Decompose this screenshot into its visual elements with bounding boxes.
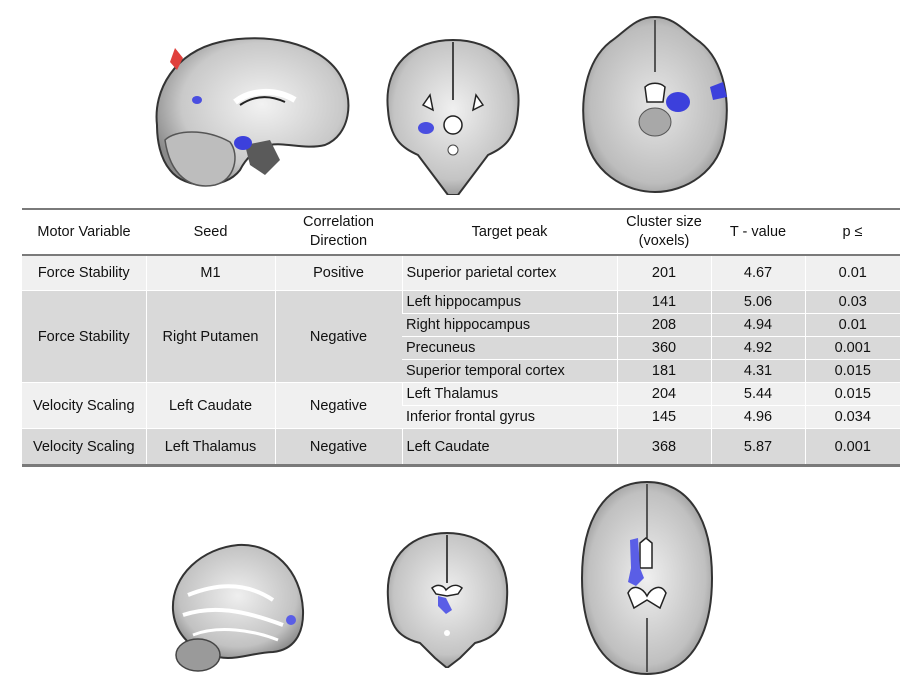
table-row: Force Stability M1 Positive Superior par… — [22, 255, 900, 291]
p-value-cell: 0.015 — [804, 359, 900, 383]
brain-top-sagittal — [145, 30, 365, 195]
cluster-size-cell: 201 — [616, 255, 711, 291]
target-peak-cell: Left Thalamus — [401, 382, 617, 406]
seed-cell: Left Caudate — [145, 382, 275, 429]
direction-cell: Negative — [274, 428, 402, 467]
cluster-size-cell: 141 — [616, 290, 711, 314]
cluster-size-cell: 204 — [616, 382, 711, 406]
activation-negative — [418, 122, 434, 134]
t-value-cell: 4.92 — [710, 336, 805, 360]
brain-bottom-coronal — [380, 528, 515, 668]
header-p: p ≤ — [805, 208, 900, 256]
table-row: Inferior frontal gyrus 145 4.96 0.034 — [22, 405, 900, 429]
table-header-row: Motor Variable Seed Correlation Directio… — [22, 208, 900, 256]
target-peak-cell: Left Caudate — [401, 428, 617, 467]
p-value-cell: 0.03 — [804, 290, 900, 314]
header-seed: Seed — [146, 208, 275, 256]
direction-cell: Negative — [274, 290, 402, 383]
target-peak-cell: Inferior frontal gyrus — [402, 405, 617, 429]
table-row: Force Stability Right Putamen Negative L… — [22, 290, 900, 383]
activation-negative — [628, 538, 644, 586]
t-value-cell: 5.06 — [710, 290, 805, 314]
target-peak-cell: Superior parietal cortex — [401, 255, 617, 291]
p-value-cell: 0.01 — [804, 255, 900, 291]
activation-positive-m1 — [170, 48, 183, 70]
t-value-cell: 4.96 — [710, 405, 805, 429]
p-value-cell: 0.001 — [804, 428, 900, 467]
table-row: Superior temporal cortex 181 4.31 0.015 — [22, 359, 900, 383]
seed-cell: Right Putamen — [145, 290, 275, 383]
t-value-cell: 4.94 — [710, 313, 805, 337]
activation-negative — [234, 136, 252, 150]
table-row: Precuneus 360 4.92 0.001 — [22, 336, 900, 360]
p-value-cell: 0.034 — [804, 405, 900, 429]
header-target-peak: Target peak — [402, 208, 617, 256]
motor-variable-cell: Force Stability — [22, 290, 146, 383]
cluster-size-cell: 145 — [616, 405, 711, 429]
t-value-cell: 4.31 — [710, 359, 805, 383]
cluster-size-cell: 208 — [616, 313, 711, 337]
activation-negative — [710, 82, 727, 100]
brain-bottom-sagittal — [163, 540, 313, 680]
seed-cell: Left Thalamus — [145, 428, 275, 467]
activation-negative — [438, 596, 452, 614]
p-value-cell: 0.001 — [804, 336, 900, 360]
motor-variable-cell: Velocity Scaling — [22, 382, 146, 429]
table-row: Velocity Scaling Left Thalamus Negative … — [22, 428, 900, 467]
table-row: Velocity Scaling Left Caudate Negative L… — [22, 382, 900, 429]
header-t-value: T - value — [711, 208, 805, 256]
target-peak-cell: Precuneus — [402, 336, 617, 360]
t-value-cell: 4.67 — [710, 255, 805, 291]
header-motor-variable: Motor Variable — [22, 208, 146, 256]
cluster-size-cell: 181 — [616, 359, 711, 383]
header-cluster-size: Cluster size (voxels) — [617, 208, 711, 256]
activation-negative — [286, 615, 296, 625]
seed-cell: M1 — [145, 255, 275, 291]
results-table: Motor Variable Seed Correlation Directio… — [22, 208, 900, 467]
brain-top-coronal — [378, 30, 528, 195]
t-value-cell: 5.87 — [710, 428, 805, 467]
header-correlation-direction: Correlation Direction — [275, 208, 402, 256]
target-peak-cell: Superior temporal cortex — [402, 359, 617, 383]
target-peak-cell: Right hippocampus — [402, 313, 617, 337]
table-row: Right hippocampus 208 4.94 0.01 — [22, 313, 900, 337]
activation-negative — [666, 92, 690, 112]
cluster-size-cell: 360 — [616, 336, 711, 360]
brain-bottom-axial — [578, 478, 716, 678]
cluster-size-cell: 368 — [616, 428, 711, 467]
brain-top-axial — [575, 12, 735, 197]
activation-negative — [192, 96, 202, 104]
t-value-cell: 5.44 — [710, 382, 805, 406]
p-value-cell: 0.015 — [804, 382, 900, 406]
motor-variable-cell: Force Stability — [22, 255, 146, 291]
p-value-cell: 0.01 — [804, 313, 900, 337]
direction-cell: Positive — [274, 255, 402, 291]
direction-cell: Negative — [274, 382, 402, 429]
target-peak-cell: Left hippocampus — [401, 290, 617, 314]
motor-variable-cell: Velocity Scaling — [22, 428, 146, 467]
